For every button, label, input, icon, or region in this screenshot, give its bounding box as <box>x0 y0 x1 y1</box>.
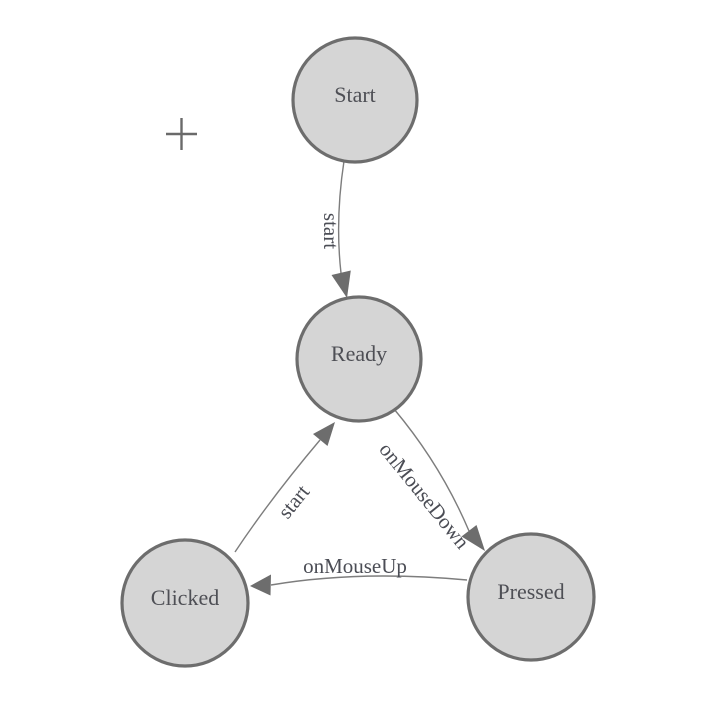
node-ready-circle[interactable] <box>295 295 423 423</box>
edge-clicked-to-ready-label: start <box>273 480 315 523</box>
edge-clicked-to-ready-arrowhead-icon <box>313 422 335 446</box>
node-clicked-circle[interactable] <box>120 538 250 668</box>
node-pressed-circle[interactable] <box>466 532 596 662</box>
edge-clicked-to-ready[interactable]: start <box>234 422 335 553</box>
node-ready-label: Ready <box>331 341 387 366</box>
node-start[interactable]: Start <box>291 36 419 164</box>
node-pressed-label: Pressed <box>497 579 564 604</box>
edge-ready-to-pressed-label: onMouseDown <box>374 438 474 554</box>
edge-pressed-to-clicked-arrowhead-icon <box>250 574 271 596</box>
plus-cursor-icon <box>166 118 197 150</box>
edge-clicked-to-ready-path[interactable] <box>234 439 321 553</box>
edge-start-to-ready[interactable]: start <box>319 160 351 298</box>
edge-start-to-ready-path[interactable] <box>337 160 345 274</box>
node-clicked-label: Clicked <box>151 585 219 610</box>
node-ready[interactable]: Ready <box>295 295 423 423</box>
edge-ready-to-pressed[interactable]: onMouseDown <box>374 408 485 554</box>
node-start-circle[interactable] <box>291 36 419 164</box>
node-start-label: Start <box>334 82 376 107</box>
edge-pressed-to-clicked-path[interactable] <box>270 575 468 586</box>
edge-ready-to-pressed-path[interactable] <box>393 408 470 532</box>
node-clicked[interactable]: Clicked <box>120 538 250 668</box>
edge-start-to-ready-arrowhead-icon <box>331 270 351 298</box>
node-pressed[interactable]: Pressed <box>466 532 596 662</box>
edge-pressed-to-clicked[interactable]: onMouseUp <box>250 554 468 596</box>
edge-pressed-to-clicked-label: onMouseUp <box>303 554 407 578</box>
edge-start-to-ready-label: start <box>319 213 343 249</box>
edge-ready-to-pressed-arrowhead-icon <box>461 525 485 551</box>
